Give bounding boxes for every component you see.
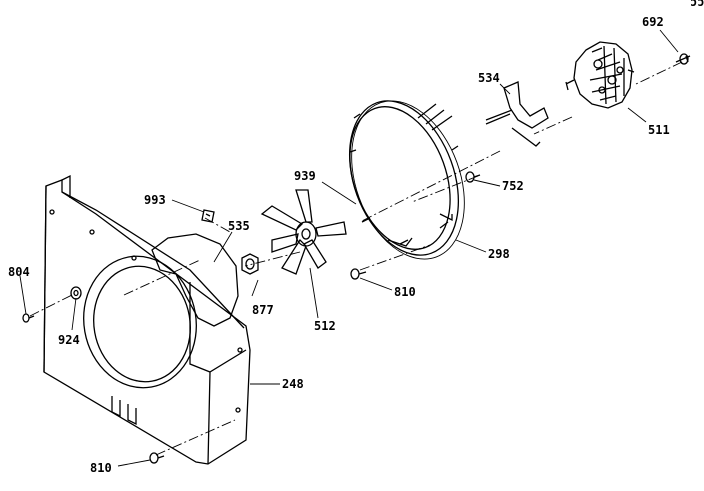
callout-534: 534: [478, 71, 500, 85]
screw-692-part: [675, 53, 691, 65]
corner-mark: ɔɔ: [690, 0, 704, 9]
callout-924: 924: [58, 333, 80, 347]
bracket-534-part: [485, 81, 549, 147]
cover-248-part: [43, 174, 251, 465]
washer-924-part: [70, 286, 82, 300]
callout-511: 511: [648, 123, 670, 137]
callout-labels: 692 534 511 752 939 298 993 535 810 804 …: [8, 15, 670, 475]
callout-298: 298: [488, 247, 510, 261]
callout-248: 248: [282, 377, 304, 391]
screw-810-upper-part: [350, 268, 367, 280]
leader-lines: [19, 29, 679, 467]
callout-810-lower: 810: [90, 461, 112, 475]
callout-939: 939: [294, 169, 316, 183]
callout-752: 752: [502, 179, 524, 193]
assembly-axis-lines: [29, 61, 683, 456]
motor-511-part: [565, 41, 635, 109]
screw-752-part: [465, 171, 481, 183]
callout-512: 512: [314, 319, 336, 333]
ring-298-part: [348, 100, 465, 260]
screw-810-lower-part: [149, 452, 165, 464]
callout-810-upper: 810: [394, 285, 416, 299]
callout-692: 692: [642, 15, 664, 29]
screen-535-part: [151, 233, 239, 327]
callout-993: 993: [144, 193, 166, 207]
callout-804: 804: [8, 265, 30, 279]
callout-535: 535: [228, 219, 250, 233]
fan-blade-512-part: [260, 189, 347, 275]
nut-877-part: [241, 253, 259, 275]
callout-877: 877: [252, 303, 274, 317]
clip-993-part: [201, 209, 215, 223]
